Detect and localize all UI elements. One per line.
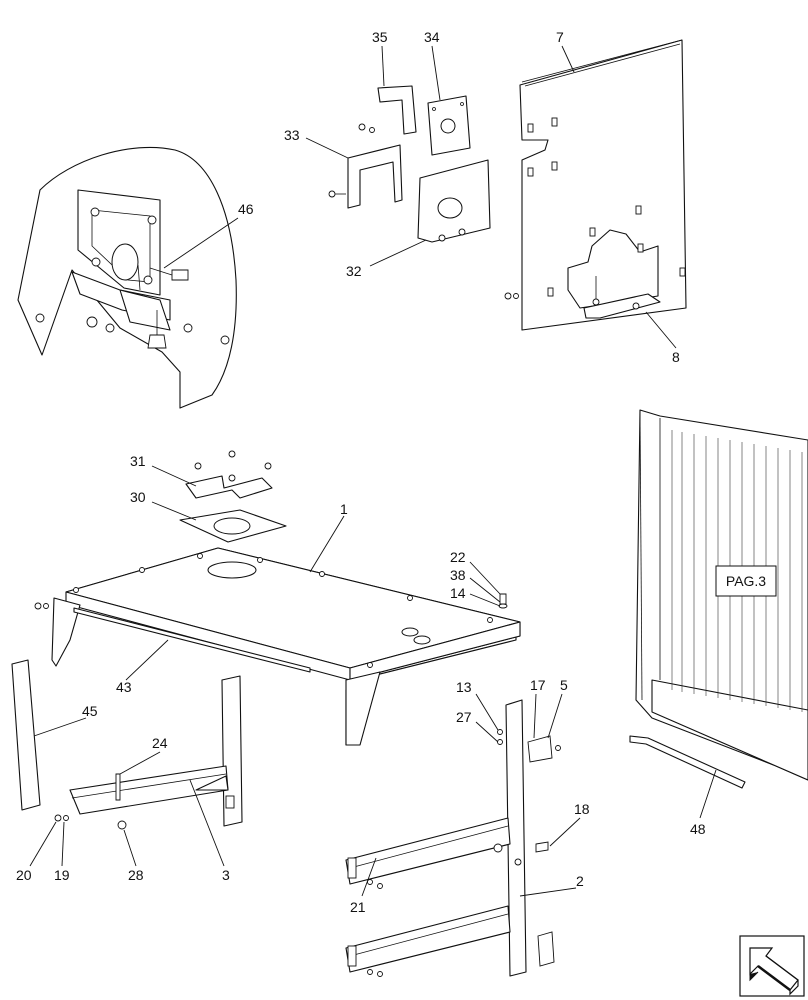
rod-43	[73, 607, 311, 673]
callout-19: 19	[54, 867, 70, 883]
callout-3: 3	[222, 867, 230, 883]
bracket-8	[583, 276, 661, 319]
frame-3	[54, 675, 243, 830]
plate-32	[417, 159, 491, 243]
navigation-arrow-icon[interactable]	[739, 935, 805, 997]
callout-46: 46	[238, 201, 254, 217]
frame-2	[345, 699, 561, 977]
bracket-35	[358, 85, 417, 135]
strip-45	[11, 659, 41, 811]
callout-43: 43	[116, 679, 132, 695]
leader-lines	[29, 45, 717, 897]
plate-31	[185, 450, 273, 499]
gasket-30	[179, 509, 287, 543]
callout-28: 28	[128, 867, 144, 883]
callout-34: 34	[424, 29, 440, 45]
rod-48	[629, 735, 746, 789]
callout-1: 1	[340, 501, 348, 517]
callout-5: 5	[560, 677, 568, 693]
callout-38: 38	[450, 567, 466, 583]
callout-32: 32	[346, 263, 362, 279]
callout-7: 7	[556, 29, 564, 45]
fasteners-22-38-14	[498, 593, 508, 609]
callout-20: 20	[16, 867, 32, 883]
callout-13: 13	[456, 679, 472, 695]
callout-31: 31	[130, 453, 146, 469]
plate-34	[427, 95, 471, 156]
callout-48: 48	[690, 821, 706, 837]
page-reference-label: PAG.3	[726, 573, 766, 589]
radiator-panel: PAG.3	[635, 409, 808, 781]
callout-45: 45	[82, 703, 98, 719]
callout-17: 17	[530, 677, 546, 693]
callout-21: 21	[350, 899, 366, 915]
callout-30: 30	[130, 489, 146, 505]
callout-8: 8	[672, 349, 680, 365]
panel-7	[504, 39, 687, 331]
page-reference-box	[715, 565, 777, 597]
callout-18: 18	[574, 801, 590, 817]
callout-33: 33	[284, 127, 300, 143]
bracket-33	[328, 144, 403, 209]
detail-view-mount	[17, 146, 237, 409]
callout-14: 14	[450, 585, 466, 601]
callout-labels: 35 34 7 33 46 32 8 31 30 1 22 38 14 43 1…	[16, 29, 706, 915]
callout-22: 22	[450, 549, 466, 565]
base-plate-1	[34, 547, 521, 746]
callout-27: 27	[456, 709, 472, 725]
callout-24: 24	[152, 735, 168, 751]
callout-35: 35	[372, 29, 388, 45]
callout-2: 2	[576, 873, 584, 889]
